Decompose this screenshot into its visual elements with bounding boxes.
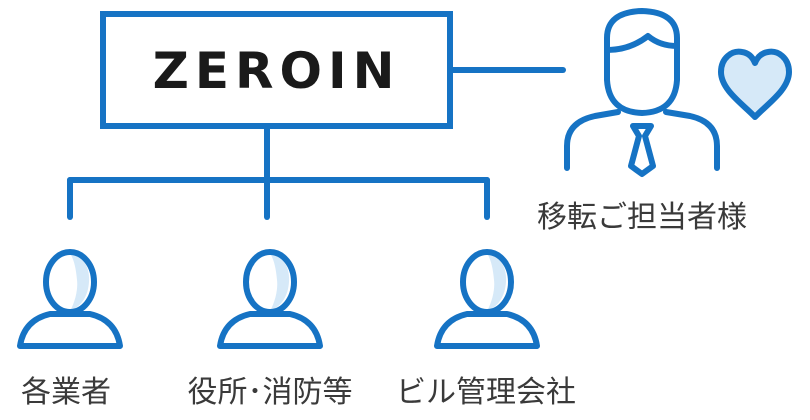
businessman-head [604, 8, 680, 116]
company-node: ZEROIN [100, 11, 453, 129]
heart-icon [718, 48, 792, 120]
person-highlight [70, 253, 90, 311]
businessman-hair [604, 33, 680, 53]
businessman-body [564, 109, 621, 171]
connector-lines [67, 67, 566, 220]
party-label-building-management: ビル管理会社 [396, 375, 576, 410]
party-label-contractors: 各業者 [21, 375, 111, 410]
person-highlight [487, 253, 507, 311]
person-icon-1 [17, 249, 123, 349]
client-label: 移転ご担当者様 [537, 200, 747, 235]
person-highlight [270, 253, 290, 311]
person-icon-2 [217, 249, 323, 349]
company-box [100, 11, 453, 129]
person-body [17, 311, 123, 349]
businessman-body-right [663, 109, 720, 171]
party-label-authorities: 役所･消防等 [188, 375, 353, 410]
company-name: ZEROIN [153, 42, 401, 100]
person-body [434, 311, 540, 349]
person-body [217, 311, 323, 349]
businessman-tie [628, 123, 656, 177]
person-icon-3 [434, 249, 540, 349]
businessman-icon [564, 8, 720, 177]
heart-shape [718, 48, 792, 120]
